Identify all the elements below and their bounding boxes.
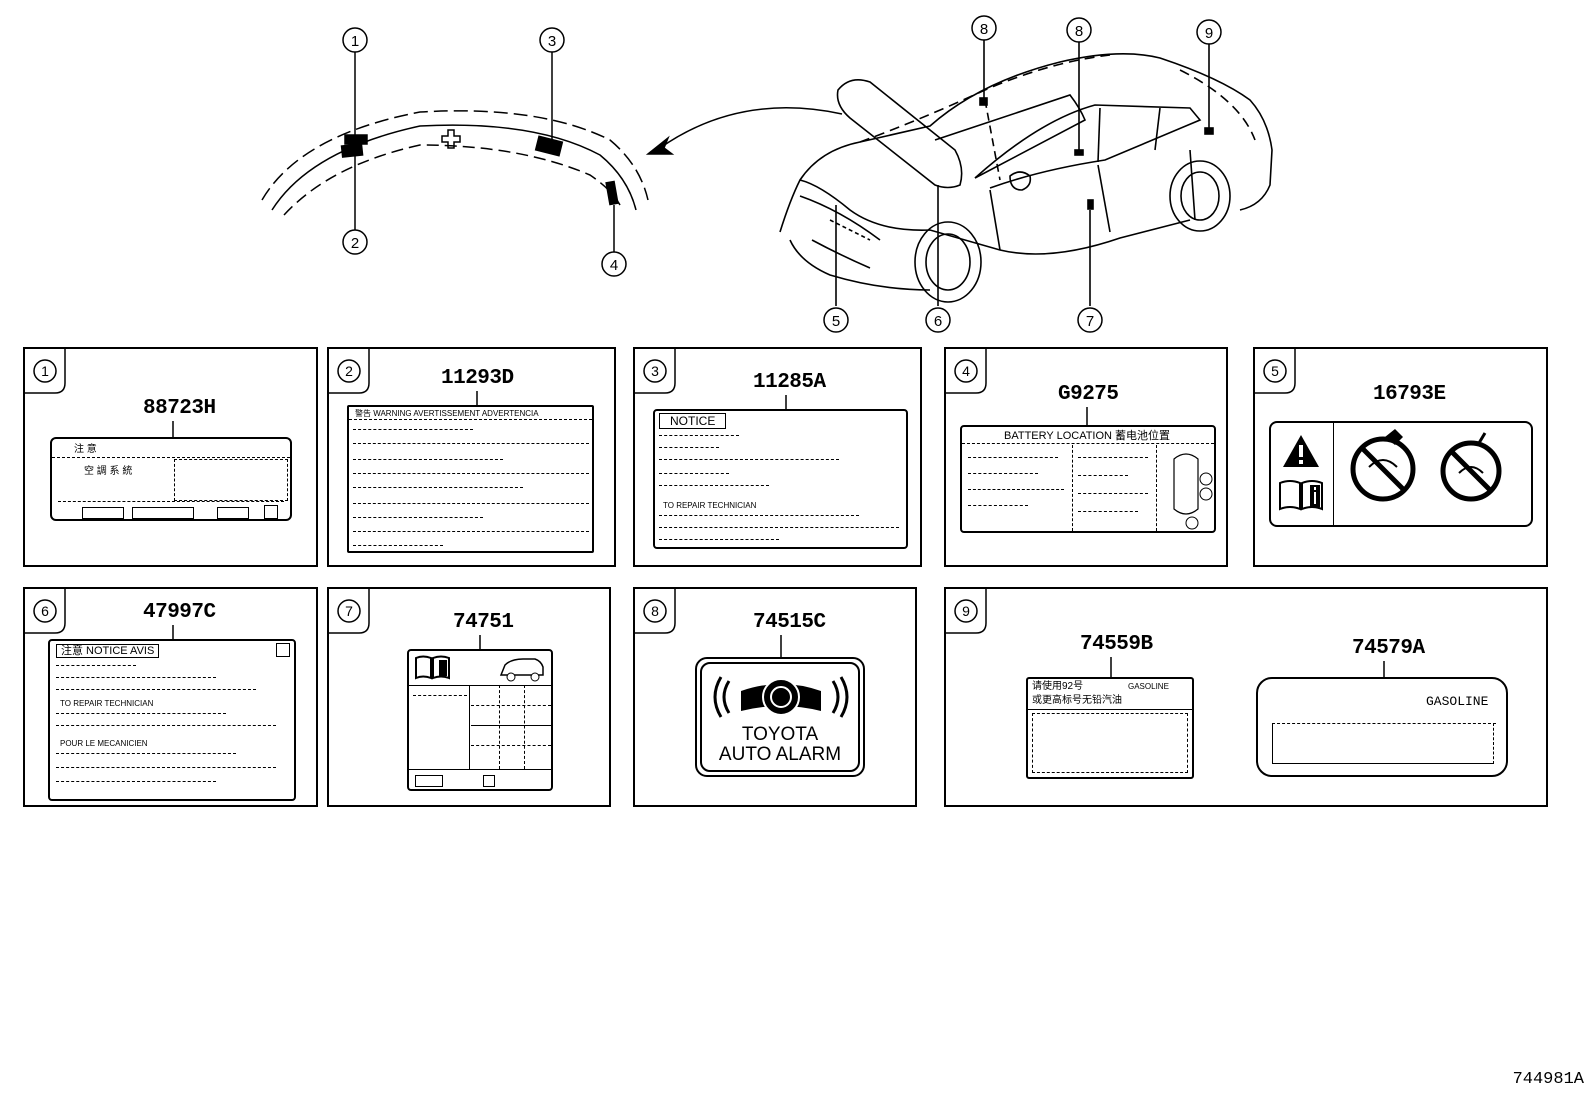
callout-5-top: 5 bbox=[832, 313, 840, 330]
callout-6-top: 6 bbox=[934, 313, 942, 330]
label-88723H-system: 空 調 系 統 bbox=[84, 466, 133, 477]
label-74751 bbox=[407, 649, 553, 791]
part-number-74515C: 74515C bbox=[753, 611, 826, 634]
label-G9275: BATTERY LOCATION 蓄电池位置 bbox=[960, 425, 1216, 533]
part-number-16793E: 16793E bbox=[1373, 383, 1446, 406]
label-panel-4: 4 G9275 BATTERY LOCATION 蓄电池位置 bbox=[944, 347, 1228, 567]
label-panel-3: 3 11285A NOTICE TO REPAIR TECHNICIAN bbox=[633, 347, 922, 567]
label-panel-2: 2 11293D 警告 WARNING AVERTISSEMENT ADVERT… bbox=[327, 347, 616, 567]
label-panel-8: 8 74515C TOYOTA AUTO ALARM bbox=[633, 587, 917, 807]
panel-8-number: 8 bbox=[651, 603, 659, 619]
label-47997C: 注意 NOTICE AVIS TO REPAIR TECHNICIAN POUR… bbox=[48, 639, 296, 801]
label-11293D-warning: 警告 WARNING AVERTISSEMENT ADVERTENCIA bbox=[355, 409, 539, 418]
label-74559B: 请使用92号 GASOLINE 或更高标号无铅汽油 bbox=[1026, 677, 1194, 779]
label-88723H-caution: 注 意 bbox=[74, 444, 97, 455]
label-88723H: 注 意 空 調 系 統 bbox=[50, 437, 292, 521]
panel-9-number: 9 bbox=[962, 603, 970, 619]
manual-info-icon bbox=[415, 655, 450, 680]
label-panel-9: 9 74559B 请使用92号 GASOLINE 或更高标号无铅汽油 74579… bbox=[944, 587, 1548, 807]
part-number-74579A: 74579A bbox=[1352, 637, 1425, 660]
alarm-text-auto-alarm: AUTO ALARM bbox=[718, 744, 842, 765]
label-16793E bbox=[1269, 421, 1533, 527]
label-panel-5: 5 16793E bbox=[1253, 347, 1548, 567]
alarm-siren-icon bbox=[713, 676, 849, 718]
part-number-47997C: 47997C bbox=[143, 601, 216, 624]
label-47997C-technician: TO REPAIR TECHNICIAN bbox=[60, 699, 154, 708]
panel-5-number: 5 bbox=[1271, 363, 1279, 379]
callout-circles bbox=[342, 15, 1222, 333]
label-11285A: NOTICE TO REPAIR TECHNICIAN bbox=[653, 409, 908, 549]
diagram-code: 744981A bbox=[1512, 1070, 1584, 1089]
panel-7-number: 7 bbox=[345, 603, 353, 619]
label-G9275-title: BATTERY LOCATION 蓄电池位置 bbox=[1004, 430, 1171, 442]
no-child-seat-airbag-icon bbox=[1440, 432, 1502, 502]
label-panel-6: 6 47997C 注意 NOTICE AVIS TO REPAIR TECHNI… bbox=[23, 587, 318, 807]
callout-1-top: 1 bbox=[351, 33, 359, 50]
label-74515C: TOYOTA AUTO ALARM bbox=[695, 657, 865, 777]
panel-1-number: 1 bbox=[41, 363, 49, 379]
callout-8a-top: 8 bbox=[980, 21, 988, 38]
label-panel-7: 7 74751 bbox=[327, 587, 611, 807]
part-number-G9275: G9275 bbox=[1058, 383, 1119, 406]
label-panel-1: 1 88723H 注 意 空 調 系 統 bbox=[23, 347, 318, 567]
callout-7-top: 7 bbox=[1086, 313, 1094, 330]
part-number-11293D: 11293D bbox=[441, 367, 514, 390]
label-74559B-line2: 或更高标号无铅汽油 bbox=[1032, 695, 1122, 706]
label-74559B-line1: 请使用92号 bbox=[1032, 681, 1084, 692]
no-child-seat-front-icon bbox=[1350, 429, 1416, 502]
warning-icon bbox=[1283, 435, 1319, 467]
label-47997C-header: 注意 NOTICE AVIS bbox=[56, 644, 160, 658]
callout-2-top: 2 bbox=[351, 235, 359, 252]
alarm-text-toyota: TOYOTA bbox=[741, 724, 819, 745]
label-74579A: GASOLINE bbox=[1256, 677, 1508, 777]
panel-4-number: 4 bbox=[962, 363, 970, 379]
car-outline bbox=[779, 40, 1273, 306]
label-11285A-technician: TO REPAIR TECHNICIAN bbox=[663, 501, 757, 510]
callout-3-top: 3 bbox=[548, 33, 556, 50]
part-number-74751: 74751 bbox=[453, 611, 514, 634]
label-11293D: 警告 WARNING AVERTISSEMENT ADVERTENCIA bbox=[347, 405, 594, 553]
label-11285A-notice: NOTICE bbox=[659, 413, 727, 429]
vehicle-icon bbox=[499, 658, 544, 682]
vehicle-diagram: 1 2 3 4 5 6 7 8 8 9 bbox=[261, 15, 1273, 333]
part-number-11285A: 11285A bbox=[753, 371, 826, 394]
label-74559B-gasoline: GASOLINE bbox=[1128, 682, 1169, 691]
callout-8b-top: 8 bbox=[1075, 23, 1083, 40]
panel-2-number: 2 bbox=[345, 363, 353, 379]
callout-9-top: 9 bbox=[1205, 25, 1213, 42]
label-47997C-mechanic: POUR LE MECANICIEN bbox=[60, 739, 148, 748]
panel-3-number: 3 bbox=[651, 363, 659, 379]
part-number-88723H: 88723H bbox=[143, 397, 216, 420]
callout-4-top: 4 bbox=[610, 257, 618, 274]
manual-info-icon bbox=[1279, 480, 1323, 511]
part-number-74559B: 74559B bbox=[1080, 633, 1153, 656]
hood-detail-view bbox=[261, 52, 843, 252]
panel-6-number: 6 bbox=[41, 603, 49, 619]
label-74579A-gasoline: GASOLINE bbox=[1426, 694, 1489, 709]
